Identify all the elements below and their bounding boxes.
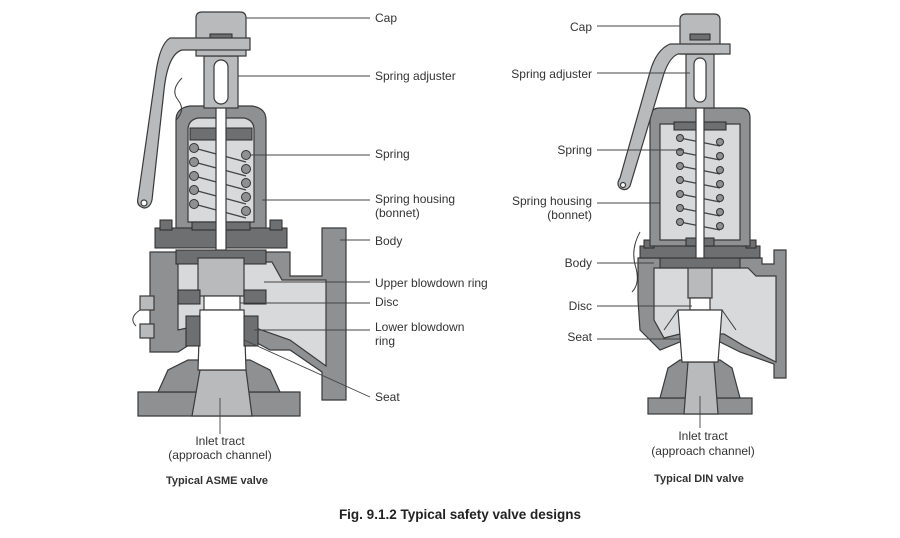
asme-nozzle (197, 309, 247, 371)
din-label-spring: Spring (557, 143, 592, 157)
din-cap-nut (689, 33, 711, 41)
din-label-inlet-tract: Inlet tract (678, 429, 728, 443)
din-caption: Typical DIN valve (654, 473, 744, 485)
din-lever-pin (619, 181, 627, 189)
asme-label-cap: Cap (375, 11, 397, 25)
asme-upper-blowdown-ring-left (177, 289, 201, 305)
asme-label-spring: Spring (375, 147, 410, 161)
asme-disc-holder (197, 257, 245, 297)
din-nozzle (677, 309, 723, 363)
din-lifting-lever (617, 43, 731, 191)
asme-label-seat: Seat (375, 390, 400, 404)
asme-lever-pin (140, 199, 148, 207)
asme-body-bolt-upper (139, 295, 155, 311)
din-label-cap: Cap (570, 20, 592, 34)
asme-label-bonnet: (bonnet) (375, 206, 420, 220)
asme-upper-blowdown-ring-right (243, 289, 267, 305)
asme-caption: Typical ASME valve (166, 475, 268, 487)
asme-label-upper-blowdown-ring: Upper blowdown ring (375, 276, 488, 290)
din-label-spring-adjuster: Spring adjuster (511, 67, 592, 81)
din-labels: Cap Spring adjuster Spring Spring housin… (511, 20, 754, 485)
din-label-spring-housing: Spring housing (512, 194, 592, 208)
din-label-disc: Disc (569, 299, 592, 313)
din-seat-skirt-right (721, 309, 737, 331)
asme-adjuster-slot (213, 59, 229, 105)
figure-caption: Fig. 9.1.2 Typical safety valve designs (339, 507, 581, 522)
asme-label-lower-blowdown-ring: Lower blowdown (375, 320, 464, 334)
din-disc-holder (687, 267, 713, 299)
asme-valve-drawing (132, 11, 347, 417)
din-inlet-tract (683, 361, 719, 415)
din-label-body: Body (565, 256, 592, 270)
din-label-bonnet: (bonnet) (547, 208, 592, 222)
asme-label-inlet-tract: Inlet tract (195, 434, 245, 448)
din-leader-lines (597, 25, 701, 428)
asme-inlet-tract (191, 369, 253, 417)
asme-label-spring-housing: Spring housing (375, 192, 455, 206)
asme-flange-nut-left (159, 219, 173, 231)
din-guide (659, 257, 741, 269)
asme-label-ring: ring (375, 334, 395, 348)
asme-leader-lines (238, 17, 371, 398)
asme-seal-wire (174, 77, 183, 121)
din-seat-skirt-left (663, 309, 679, 331)
din-label-approach-channel: (approach channel) (651, 444, 754, 458)
din-disc (689, 297, 711, 311)
asme-label-spring-adjuster: Spring adjuster (375, 69, 456, 83)
asme-body-bolt-lower (139, 323, 155, 339)
asme-disc (203, 295, 241, 311)
asme-label-approach-channel: (approach channel) (168, 448, 271, 462)
asme-lower-blowdown-ring-left (185, 315, 201, 347)
asme-labels: Cap Spring adjuster Spring Spring housin… (166, 11, 488, 487)
asme-seal-wire-body (132, 309, 141, 327)
din-label-seat: Seat (567, 330, 592, 344)
asme-lower-blowdown-ring-right (243, 315, 259, 347)
asme-label-disc: Disc (375, 295, 398, 309)
din-valve-drawing (617, 13, 787, 415)
asme-lifting-lever (137, 37, 251, 209)
asme-flange-nut-right (269, 219, 283, 231)
din-adjuster-slot (693, 57, 707, 103)
asme-label-body: Body (375, 234, 402, 248)
din-seal-wire (631, 231, 641, 293)
